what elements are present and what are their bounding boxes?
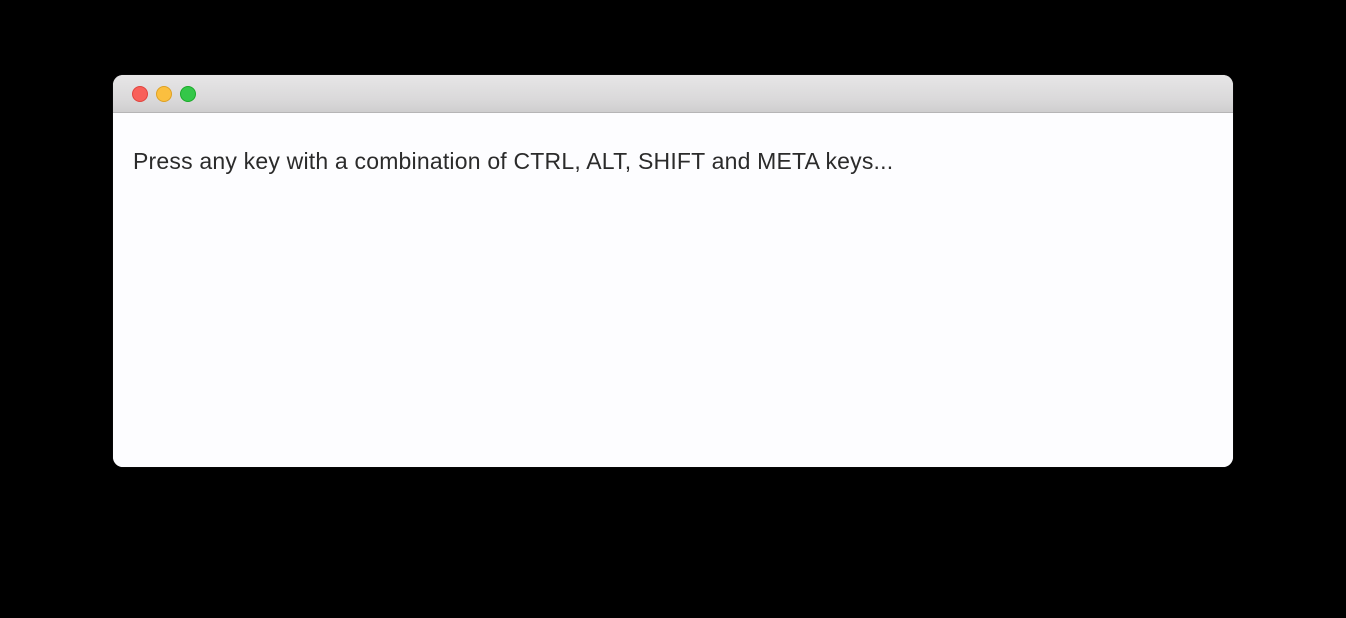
zoom-button[interactable]	[180, 85, 196, 102]
minimize-button[interactable]	[156, 85, 172, 102]
close-button[interactable]	[132, 85, 148, 102]
app-window: Press any key with a combination of CTRL…	[113, 75, 1233, 467]
window-content: Press any key with a combination of CTRL…	[113, 113, 1233, 467]
key-prompt-text: Press any key with a combination of CTRL…	[133, 148, 894, 174]
window-titlebar[interactable]	[113, 75, 1233, 113]
traffic-light-buttons	[132, 85, 196, 102]
